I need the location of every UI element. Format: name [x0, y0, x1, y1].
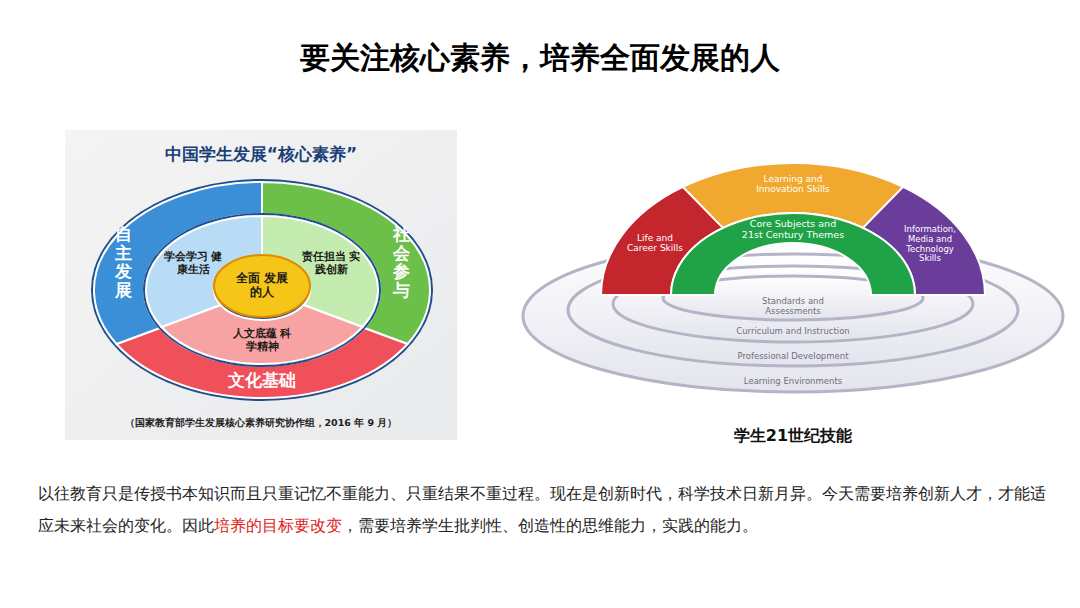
- inner-sector-label: 人文底蕴 科学精神: [232, 328, 292, 353]
- ring-label: Professional Development: [713, 352, 873, 362]
- figure-caption: 学生21世纪技能: [640, 426, 946, 447]
- node-text: Learning Environments: [713, 377, 873, 387]
- body-paragraph: 以往教育只是传授书本知识而且只重记忆不重能力、只重结果不重过程。现在是创新时代，…: [38, 478, 1048, 542]
- node-text: Curriculum and Instruction: [713, 327, 873, 337]
- node-text: Core Subjects and 21st Century Themes: [738, 219, 848, 241]
- outer-sector-label: 自主发展: [115, 225, 132, 300]
- skill-label: Life and Career Skills: [626, 233, 684, 254]
- skill-label: Information, Media and Technology Skills: [897, 225, 963, 264]
- page-title: 要关注核心素养，培养全面发展的人: [0, 38, 1080, 79]
- inner-sector-label: 责任担当 实践创新: [301, 251, 361, 276]
- center-circle: [214, 255, 310, 317]
- node-text: 学会学习 健康生活: [163, 251, 223, 276]
- source-note: （国家教育部学生发展核心素养研究协作组，2016 年 9 月）: [65, 417, 457, 430]
- node-text: 人文底蕴 科学精神: [232, 328, 292, 353]
- node-text: Professional Development: [713, 352, 873, 362]
- core-band: [671, 213, 915, 295]
- node-text: 文化基础: [202, 371, 322, 391]
- skill-label: Learning and Innovation Skills: [751, 174, 835, 195]
- ring-label: Curriculum and Instruction: [713, 327, 873, 337]
- foundation-ring: [523, 240, 1063, 392]
- ring-label: Learning Environments: [713, 377, 873, 387]
- ring-label: Standards and Assessments: [743, 297, 843, 317]
- center-label: 全面 发展的人: [230, 272, 294, 300]
- node-text: 社会参与: [393, 225, 410, 300]
- node-text: 责任担当 实践创新: [301, 251, 361, 276]
- outer-border: [91, 179, 433, 401]
- node-text: 全面 发展的人: [230, 272, 294, 300]
- highlight-text: 培养的目标要改变: [214, 516, 342, 535]
- chart-header: 中国学生发展“核心素养”: [65, 143, 457, 166]
- node-text: Information, Media and Technology Skills: [897, 225, 963, 264]
- chart-panel: [65, 130, 457, 440]
- body-text: ，需要培养学生批判性、创造性的思维能力，实践的能力。: [342, 516, 758, 535]
- core-label: Core Subjects and 21st Century Themes: [738, 219, 848, 241]
- ring-border: [144, 214, 380, 366]
- node-text: Standards and Assessments: [743, 297, 843, 317]
- node-text: Learning and Innovation Skills: [751, 174, 835, 195]
- outer-sector-label: 社会参与: [393, 225, 410, 300]
- outer-sector-label: 文化基础: [202, 371, 322, 391]
- node-text: Life and Career Skills: [626, 233, 684, 254]
- inner-sector-label: 学会学习 健康生活: [163, 251, 223, 276]
- node-text: 自主发展: [115, 225, 132, 300]
